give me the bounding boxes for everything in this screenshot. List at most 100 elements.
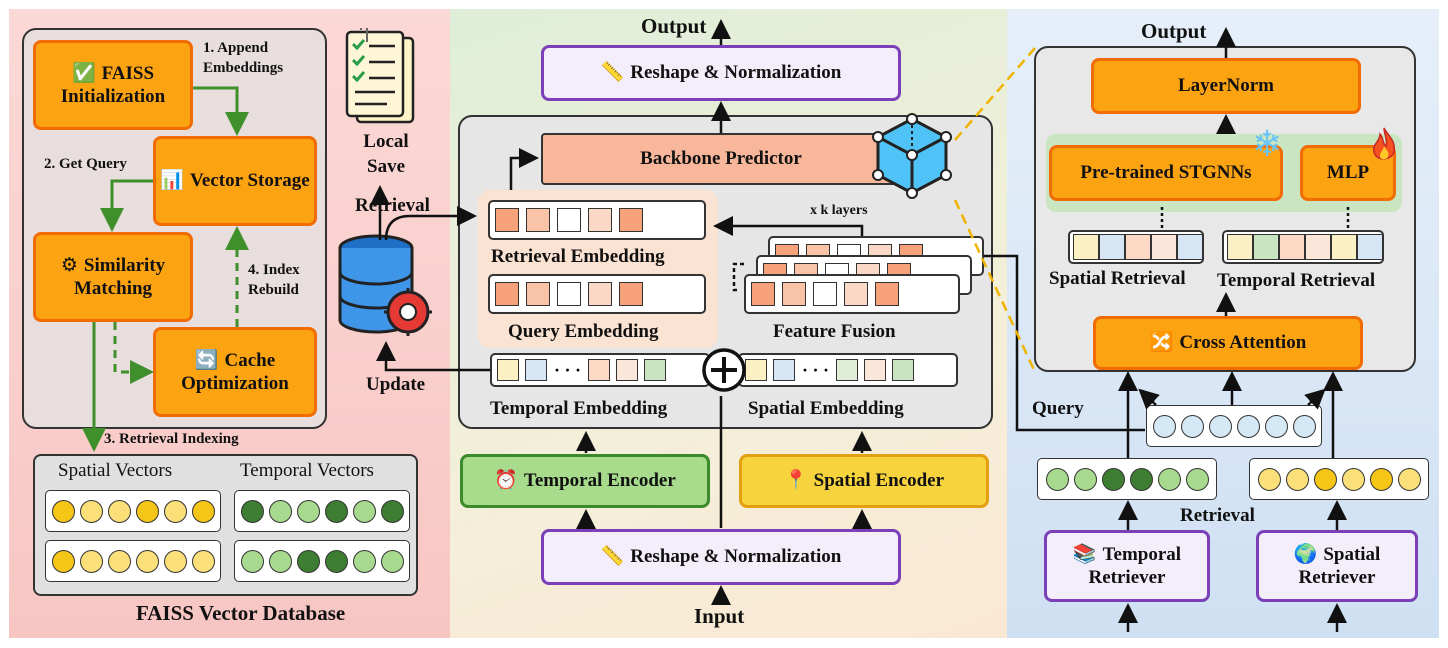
spatial-retrieval-strip bbox=[1068, 230, 1204, 264]
embedding-cell bbox=[1357, 234, 1383, 260]
vector-circle bbox=[352, 499, 376, 523]
embedding-cell bbox=[844, 282, 868, 306]
vector-circle bbox=[1180, 414, 1204, 438]
pin-icon: 📍 bbox=[783, 469, 808, 492]
query-embedding-label: Query Embedding bbox=[508, 321, 659, 342]
bar-chart-icon: 📊 bbox=[160, 169, 184, 192]
fire-icon bbox=[1372, 127, 1396, 160]
vector-storage-label: Vector Storage bbox=[189, 170, 310, 192]
query-label: Query bbox=[1032, 398, 1084, 419]
vector-circle bbox=[1073, 467, 1097, 491]
ellipsis-dots: · · · bbox=[554, 359, 582, 380]
vector-circle bbox=[1101, 467, 1125, 491]
gear-icon: ⚙ bbox=[60, 253, 78, 276]
spatial-vector-row-1 bbox=[45, 490, 221, 532]
snowflake-icon: ❄ bbox=[1252, 124, 1283, 165]
similarity-label: Similarity Matching bbox=[73, 254, 166, 299]
faiss-db-title: FAISS Vector Database bbox=[136, 601, 346, 625]
vector-circle bbox=[380, 549, 404, 573]
checkbox-icon: ✅ bbox=[71, 61, 96, 84]
faiss-init-box: ✅FAISS Initialization bbox=[33, 40, 193, 130]
globe-icon: 🌍 bbox=[1293, 542, 1318, 565]
embedding-cell bbox=[588, 359, 611, 381]
temporal-embedding-strip: · · · bbox=[490, 353, 710, 387]
reshape-top-label: Reshape & Normalization bbox=[630, 62, 842, 84]
embedding-cell bbox=[1331, 234, 1357, 260]
embedding-cell bbox=[557, 208, 581, 232]
embedding-cell bbox=[1073, 234, 1099, 260]
vector-circle bbox=[1208, 414, 1232, 438]
retrieval-label-right: Retrieval bbox=[1180, 505, 1255, 526]
temporal-vector-row-2 bbox=[234, 540, 410, 582]
embedding-cell bbox=[619, 208, 643, 232]
cross-attention-label: Cross Attention bbox=[1179, 332, 1307, 354]
temporal-vector-row-1 bbox=[234, 490, 410, 532]
vector-circle bbox=[1045, 467, 1069, 491]
vector-circle bbox=[1369, 467, 1393, 491]
vector-circle bbox=[1313, 467, 1337, 491]
vector-circle bbox=[1285, 467, 1309, 491]
vector-circle bbox=[240, 499, 264, 523]
cross-attention-box: 🔀Cross Attention bbox=[1093, 316, 1363, 370]
vector-circle bbox=[107, 549, 131, 573]
vector-circle bbox=[1397, 467, 1421, 491]
spatial-vectors-label: Spatial Vectors bbox=[58, 460, 173, 481]
output-label-right: Output bbox=[1141, 19, 1207, 43]
embedding-cell bbox=[495, 282, 519, 306]
embedding-cell bbox=[588, 282, 612, 306]
output-label-middle: Output bbox=[641, 14, 707, 38]
ruler-icon: 📏 bbox=[600, 545, 625, 568]
vector-circle bbox=[135, 499, 159, 523]
vector-circle bbox=[79, 499, 103, 523]
embedding-cell bbox=[1227, 234, 1253, 260]
pretrained-stgnns-box: Pre-trained STGNNs bbox=[1049, 145, 1283, 201]
embedding-cell bbox=[616, 359, 639, 381]
spatial-embedding-strip: · · · bbox=[738, 353, 958, 387]
k-layers-label: x k layers bbox=[810, 203, 868, 218]
vector-circle bbox=[191, 549, 215, 573]
embedding-cell bbox=[1125, 234, 1151, 260]
temporal-vectors-label: Temporal Vectors bbox=[240, 460, 374, 481]
embedding-cell bbox=[1151, 234, 1177, 260]
vector-circle bbox=[324, 549, 348, 573]
vector-circle bbox=[163, 499, 187, 523]
vector-circle bbox=[1185, 467, 1209, 491]
embedding-cell bbox=[588, 208, 612, 232]
cache-label: Cache Optimization bbox=[181, 349, 289, 394]
embedding-cell bbox=[892, 359, 915, 381]
embedding-cell bbox=[1305, 234, 1331, 260]
query-embedding-strip bbox=[488, 274, 706, 314]
refresh-icon: 🔄 bbox=[194, 348, 219, 371]
embedding-cell bbox=[751, 282, 775, 306]
embedding-cell bbox=[526, 208, 550, 232]
temporal-embedding-label: Temporal Embedding bbox=[490, 398, 668, 419]
embedding-cell bbox=[495, 208, 519, 232]
vector-circle bbox=[1341, 467, 1365, 491]
step3-label: 3. Retrieval Indexing bbox=[104, 431, 239, 447]
faiss-init-label: FAISS Initialization bbox=[60, 62, 166, 107]
temporal-encoder-box: ⏰Temporal Encoder bbox=[460, 454, 710, 508]
input-label: Input bbox=[694, 604, 745, 628]
vector-circle bbox=[296, 499, 320, 523]
vector-circle bbox=[1292, 414, 1316, 438]
vector-circle bbox=[268, 499, 292, 523]
retrieval-embedding-label: Retrieval Embedding bbox=[491, 246, 665, 267]
vector-storage-box: 📊Vector Storage bbox=[153, 136, 317, 226]
alarm-clock-icon: ⏰ bbox=[494, 469, 518, 492]
feature-fusion-label: Feature Fusion bbox=[773, 321, 896, 342]
books-icon: 📚 bbox=[1072, 542, 1097, 565]
spatial-encoder-label: Spatial Encoder bbox=[813, 470, 945, 492]
retrieval-embedding-strip bbox=[488, 200, 706, 240]
spatial-retrieval-label: Spatial Retrieval bbox=[1049, 268, 1186, 289]
vector-circle bbox=[51, 499, 75, 523]
similarity-matching-box: ⚙Similarity Matching bbox=[33, 232, 193, 322]
spatial-encoder-box: 📍Spatial Encoder bbox=[739, 454, 989, 508]
layernorm-box: LayerNorm bbox=[1091, 58, 1361, 114]
vector-circle bbox=[163, 549, 187, 573]
query-vector-strip bbox=[1146, 405, 1322, 447]
embedding-cell bbox=[1253, 234, 1279, 260]
cube-network-icon bbox=[872, 113, 952, 199]
vector-circle bbox=[352, 549, 376, 573]
ruler-icon: 📏 bbox=[600, 61, 625, 84]
